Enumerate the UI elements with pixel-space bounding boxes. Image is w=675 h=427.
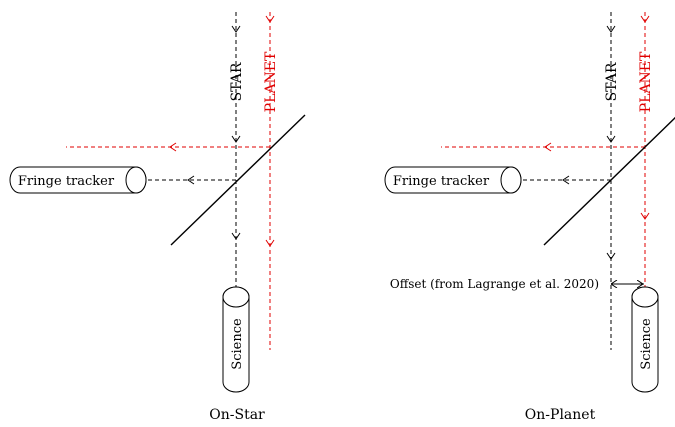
beamsplitter — [170, 114, 306, 246]
fringe-tracker: Fringe tracker — [9, 166, 147, 194]
offset-label: Offset (from Lagrange et al. 2020) — [390, 277, 599, 291]
star-label-2: STAR — [604, 62, 620, 101]
panel-on-planet: STAR PLANET Fringe tracker Offset (from … — [384, 12, 675, 423]
star-arrow-mid — [231, 135, 241, 143]
planet-arrow-reflected — [169, 142, 177, 152]
caption-on-star: On-Star — [209, 407, 265, 423]
fringe-tracker-2: Fringe tracker — [384, 166, 522, 194]
science-label: Science — [230, 318, 245, 370]
star-arrow-low-2 — [606, 252, 616, 260]
star-label: STAR — [229, 62, 245, 101]
planet-arrow-top — [265, 15, 275, 23]
science-instrument-2: Science — [631, 286, 659, 393]
offset-indicator: Offset (from Lagrange et al. 2020) — [390, 277, 644, 291]
planet-label: PLANET — [263, 51, 279, 112]
star-arrow-fringe — [187, 175, 195, 185]
science-instrument: Science — [222, 286, 250, 393]
planet-arrow-low — [265, 239, 275, 247]
beamsplitter-2 — [543, 116, 675, 246]
star-arrow-top — [231, 25, 241, 33]
planet-label-2: PLANET — [638, 51, 654, 112]
star-arrow-mid-2 — [606, 135, 616, 143]
planet-arrow-low-2 — [640, 212, 650, 220]
caption-on-planet: On-Planet — [525, 407, 596, 423]
science-label-2: Science — [639, 318, 654, 370]
planet-arrow-top-2 — [640, 15, 650, 23]
planet-arrow-reflected-2 — [544, 142, 552, 152]
panel-on-star: STAR PLANET Fringe tracker Science On-St… — [9, 12, 306, 423]
star-arrow-fringe-2 — [562, 175, 570, 185]
star-arrow-low — [231, 232, 241, 240]
star-arrow-top-2 — [606, 25, 616, 33]
fringe-tracker-label-2: Fringe tracker — [393, 174, 490, 189]
fringe-tracker-label: Fringe tracker — [18, 174, 115, 189]
